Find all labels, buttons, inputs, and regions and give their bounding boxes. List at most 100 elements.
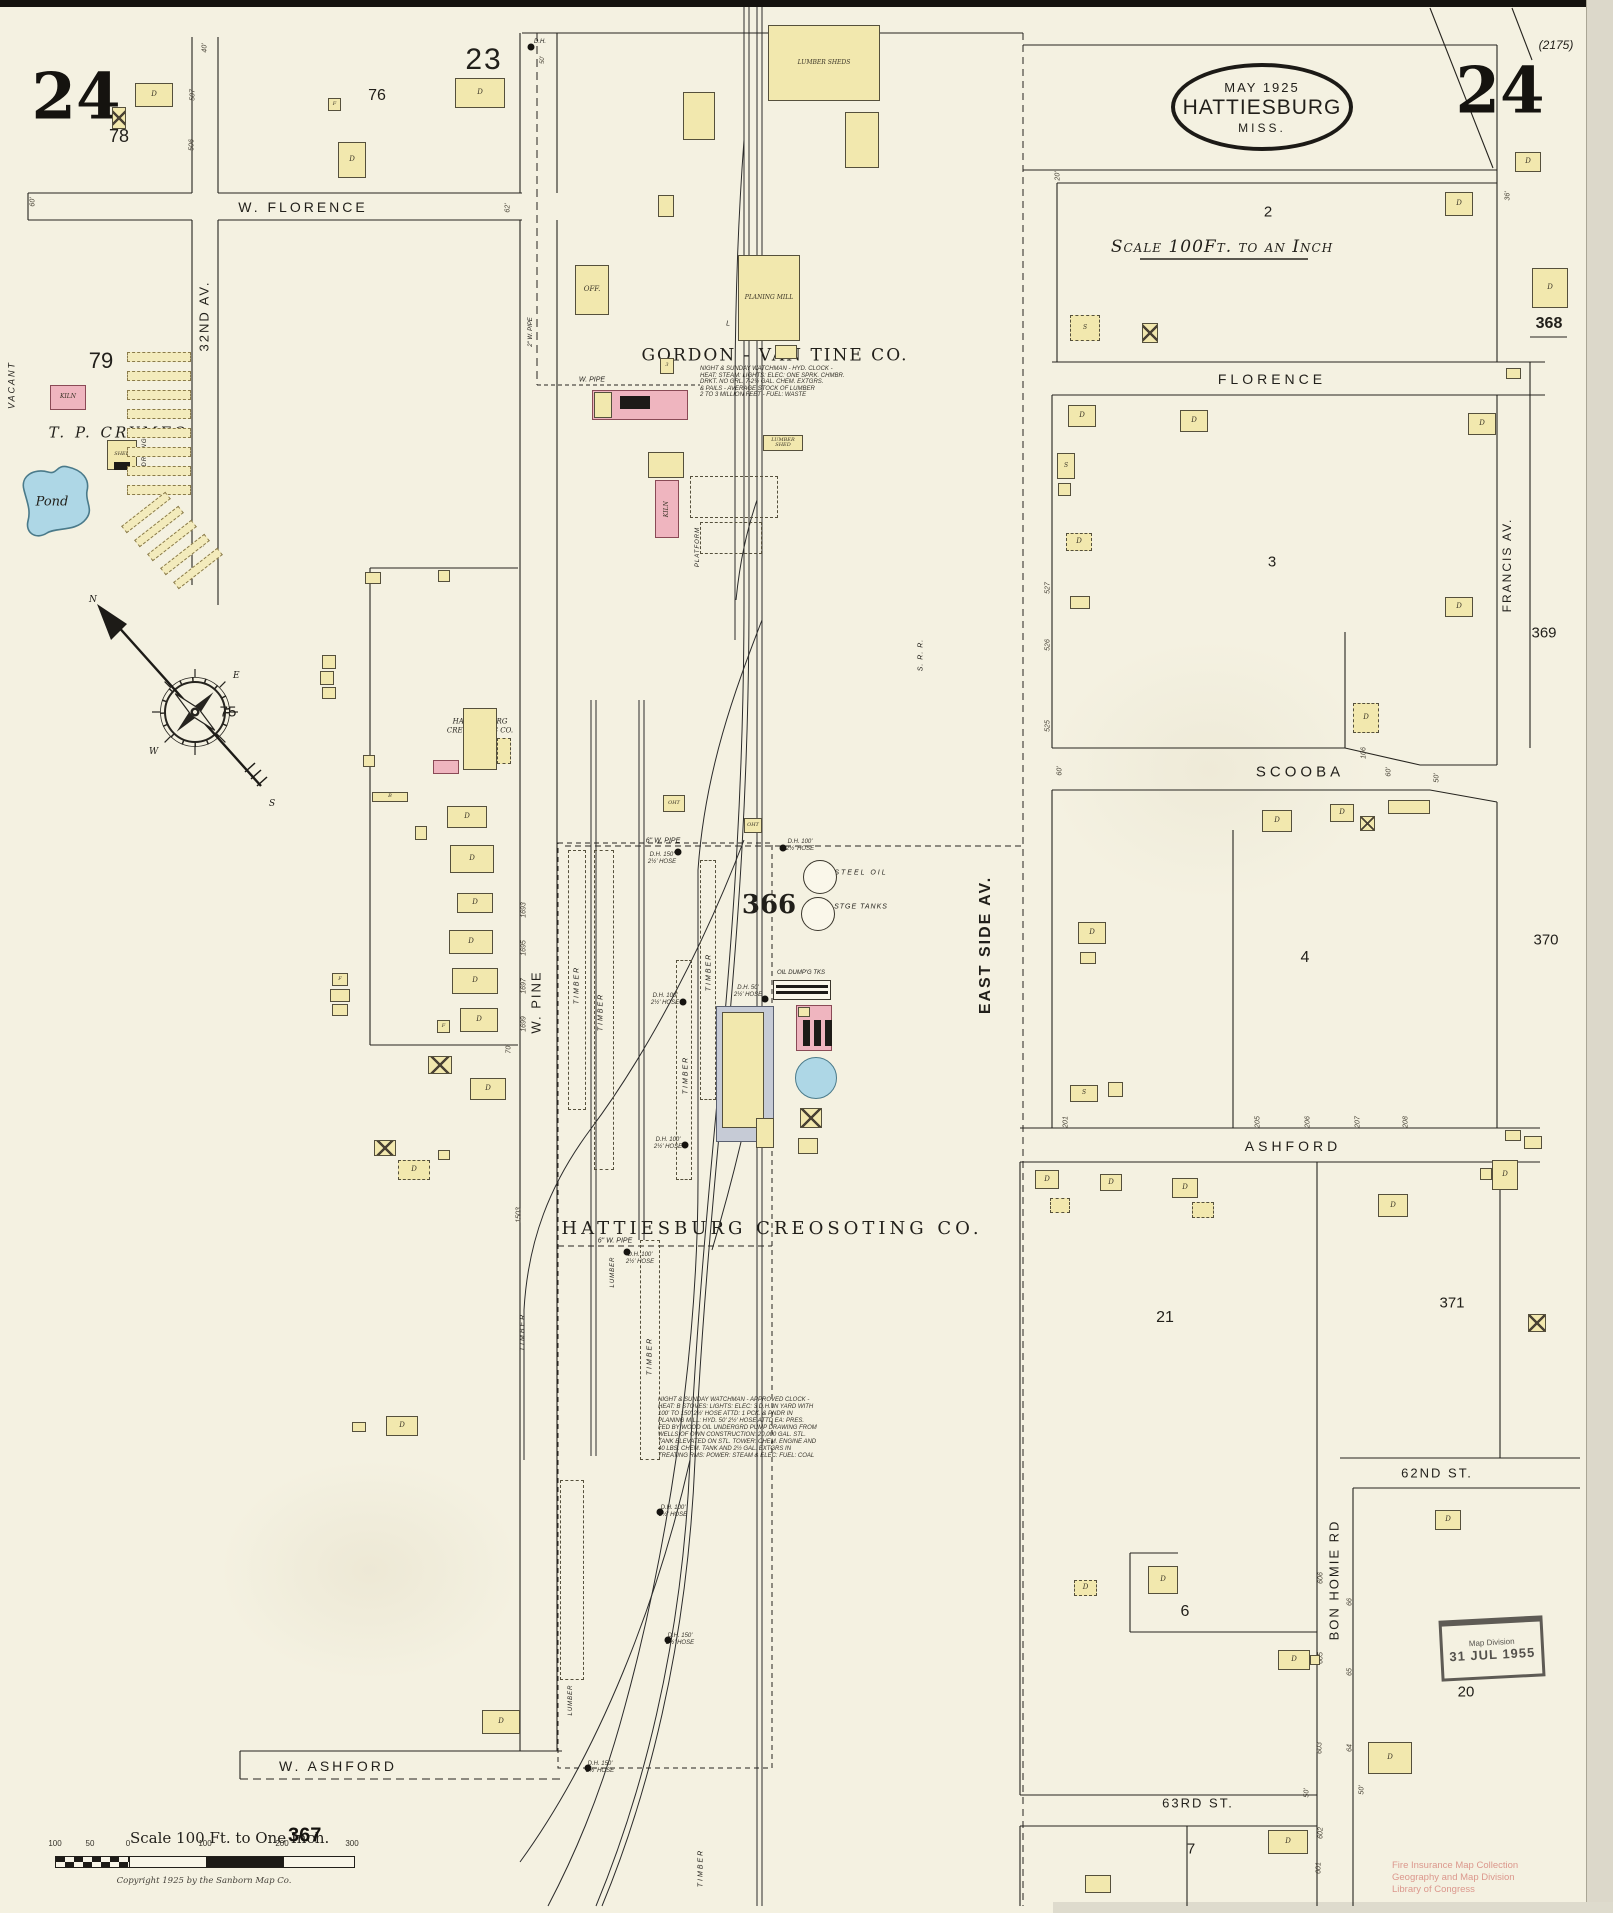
lumber-drying-rack xyxy=(127,447,191,457)
building xyxy=(1070,596,1090,609)
building-d: D xyxy=(460,1008,498,1032)
building xyxy=(322,655,336,669)
building xyxy=(801,897,835,931)
loc-collection-line: Library of Congress xyxy=(1392,1883,1475,1895)
svg-text:E: E xyxy=(232,671,240,681)
scalebar-segment xyxy=(206,1857,283,1867)
street-label-bon-homie-rd: BON HOMIE RD xyxy=(1326,1519,1342,1641)
building xyxy=(320,671,334,685)
dimension-label: 65 xyxy=(1346,1668,1354,1676)
hydrant-label: 2½' HOSE xyxy=(665,1640,695,1646)
building xyxy=(352,1422,366,1432)
scalebar-tick: 100 xyxy=(48,1839,62,1848)
building-label: B xyxy=(388,793,392,800)
building-d: D xyxy=(1378,1194,1408,1217)
dimension-label: 601 xyxy=(1315,1862,1323,1874)
dimension-label: 606 xyxy=(1317,1572,1325,1584)
dimension-label: 106 xyxy=(1360,747,1368,759)
building xyxy=(690,476,778,518)
hydrant-dot xyxy=(779,844,787,852)
block-number-20: 20 xyxy=(1457,1683,1475,1701)
dimension-label: 207 xyxy=(1354,1116,1362,1128)
vacant-label: VACANT xyxy=(6,360,17,410)
building xyxy=(756,1118,774,1148)
street-lines xyxy=(27,7,1580,1906)
building-kiln: KILN xyxy=(655,480,679,538)
building-d: D xyxy=(455,78,505,108)
railroad-label: S. R. R. xyxy=(917,638,925,672)
dimension-label: 40' xyxy=(201,43,209,53)
building-label: D xyxy=(1456,199,1462,208)
building xyxy=(845,112,879,168)
building-d: D xyxy=(1435,1510,1461,1530)
building-label: D xyxy=(1525,157,1531,166)
block-number-4: 4 xyxy=(1300,949,1310,966)
hydrant-label: 2½' HOSE xyxy=(733,992,763,998)
building xyxy=(594,392,612,418)
building-label: D xyxy=(399,1421,405,1430)
building-d: D xyxy=(449,930,493,954)
building-d: D xyxy=(1180,410,1208,432)
dimension-label: 1699 xyxy=(520,1016,528,1032)
scalebar-tick: 100 xyxy=(198,1839,212,1848)
dimension-label: 527 xyxy=(1044,582,1052,594)
building xyxy=(1480,1168,1492,1180)
building xyxy=(1310,1655,1320,1665)
dashed-lines xyxy=(240,33,1024,1906)
building xyxy=(433,760,459,774)
block-number-76: 76 xyxy=(368,87,386,104)
hydrant-label: 2½' HOSE xyxy=(658,1512,688,1518)
building xyxy=(1524,1136,1542,1149)
building-d: D xyxy=(1100,1174,1122,1191)
steel-oil-tanks-label: STEEL OIL xyxy=(834,869,888,877)
hydrant-label: 2½' HOSE xyxy=(585,1768,615,1774)
dimension-label: 1503 xyxy=(515,1207,523,1223)
building xyxy=(594,850,614,1170)
building-d: D xyxy=(457,893,493,913)
hydrant-label: D.H. 100' xyxy=(787,839,813,845)
scalebar-segment xyxy=(129,1857,206,1867)
dimension-label: 64 xyxy=(1346,1744,1354,1752)
dimension-label: 208 xyxy=(1402,1116,1410,1128)
building-label: D xyxy=(472,898,478,907)
building xyxy=(775,345,797,359)
dimension-label: 36' xyxy=(1504,191,1512,201)
dimension-label: 20' xyxy=(1054,171,1062,181)
building-label: D xyxy=(1182,1183,1188,1192)
block-number-366: 366 xyxy=(741,890,797,920)
building xyxy=(776,991,828,994)
building-d: D xyxy=(1353,703,1379,733)
block-number-79: 79 xyxy=(88,348,114,373)
scan-top-edge xyxy=(0,0,1613,7)
building xyxy=(798,1138,818,1154)
building xyxy=(438,570,450,582)
building xyxy=(568,850,586,1110)
building xyxy=(1528,1314,1546,1332)
building-3: 3 xyxy=(660,358,674,374)
water-pipe-label: W. PIPE xyxy=(578,376,606,384)
scalebar-title: Scale 100 Ft. to One Inch. xyxy=(130,1829,330,1847)
hydrant-dot xyxy=(761,995,769,1003)
dimension-label: 205 xyxy=(1254,1116,1262,1128)
dimension-label: 1693 xyxy=(520,902,528,918)
description-note-line: TREATING RMS: POWER: STEAM & ELEC: FUEL:… xyxy=(658,1453,815,1459)
hydrant-dot xyxy=(656,1508,664,1516)
building-d: D xyxy=(1368,1742,1412,1774)
building-planing-mill: PLANING MILL xyxy=(738,255,800,341)
street-label-32nd-av: 32ND AV. xyxy=(196,280,212,352)
building-b: B xyxy=(372,792,408,802)
copyright-line: Copyright 1925 by the Sanborn Map Co. xyxy=(116,1876,292,1886)
timber-label: TIMBER xyxy=(697,1848,705,1888)
description-note-line: NIGHT & SUNDAY WATCHMAN - HYD. CLOCK - xyxy=(700,366,833,372)
loc-collection-line: Fire Insurance Map Collection xyxy=(1392,1860,1519,1871)
building-d: D xyxy=(1268,1830,1308,1854)
building-d: D xyxy=(386,1416,418,1436)
building xyxy=(620,396,650,409)
building-d: D xyxy=(1468,413,1496,435)
building-label: D xyxy=(468,937,474,946)
building-d: D xyxy=(452,968,498,994)
paper-bottom-edge xyxy=(1053,1902,1613,1913)
building-d: D xyxy=(135,83,173,107)
